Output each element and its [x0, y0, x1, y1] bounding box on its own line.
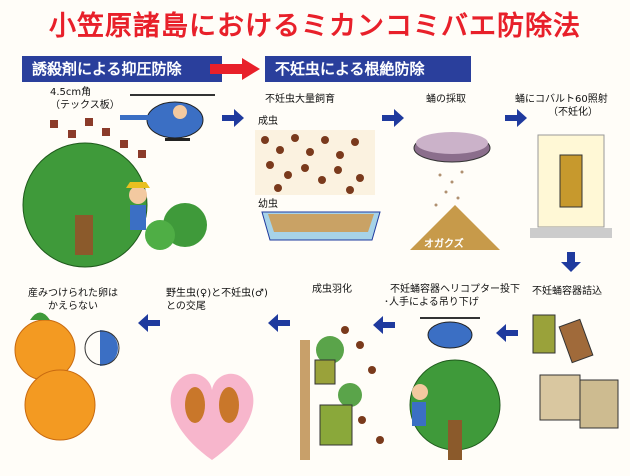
arrow-icon	[382, 109, 404, 127]
arrow-icon	[268, 314, 290, 332]
adult-flies-icon	[255, 130, 375, 195]
irradiation-chamber-icon	[530, 134, 612, 238]
diagram-title: 小笠原諸島におけるミカンコミバエ防除法	[49, 11, 581, 42]
sieve-icon	[413, 132, 491, 163]
eradication-banner: 不妊虫による根絶防除	[265, 56, 471, 82]
larva-label: 幼虫	[258, 199, 278, 210]
arrow-icon	[496, 324, 518, 342]
suppression-banner: 誘殺剤による抑圧防除	[22, 56, 222, 82]
larva-tray-icon	[261, 211, 381, 241]
eggs-label-2: かえらない	[48, 301, 98, 312]
emergence-tree-icon	[300, 336, 362, 460]
tex-size-label: 4.5cm角	[50, 87, 92, 98]
arrow-icon	[373, 316, 395, 334]
arrow-icon	[561, 252, 581, 272]
red-arrow-icon	[210, 58, 260, 80]
sterilize-label: （不妊化）	[548, 107, 598, 118]
mating-label-1: 野生虫(♀)と不妊虫(♂)	[166, 288, 268, 299]
cobalt-label: 蛹にコバルト60照射	[515, 94, 608, 105]
tex-board-label: （テックス板）	[50, 100, 120, 111]
eggs-label-1: 産みつけられた卵は	[28, 288, 118, 299]
tree-icon	[22, 142, 207, 268]
arrow-icon	[222, 109, 244, 127]
adult-label: 成虫	[258, 116, 278, 127]
farmer-icon	[412, 384, 428, 426]
pupa-collect-label: 蛹の採取	[426, 94, 466, 105]
container-pack-label: 不妊蛹容器詰込	[532, 286, 602, 297]
tree-icon	[409, 359, 501, 460]
sawdust-pile-icon	[410, 205, 500, 250]
mass-rearing-label: 不妊虫大量飼育	[265, 94, 335, 105]
farmer-icon	[126, 182, 150, 230]
helicopter-icon	[420, 317, 480, 349]
helicopter-icon	[120, 94, 215, 141]
heart-icon	[170, 373, 254, 460]
helicopter-drop-label: 不妊蛹容器ヘリコプター投下	[390, 284, 520, 295]
arrow-icon	[138, 314, 160, 332]
arrow-icon	[505, 109, 527, 127]
emerged-flies	[341, 326, 384, 444]
hand-hanging-label: ･人手による吊り下げ	[384, 297, 479, 308]
falling-pupae	[434, 170, 464, 207]
mating-label-2: との交尾	[166, 301, 206, 312]
emergence-label: 成虫羽化	[312, 284, 352, 295]
sawdust-label: オガクズ	[424, 239, 464, 250]
orange-fruit-icon	[14, 312, 120, 441]
container-icon	[532, 314, 619, 429]
